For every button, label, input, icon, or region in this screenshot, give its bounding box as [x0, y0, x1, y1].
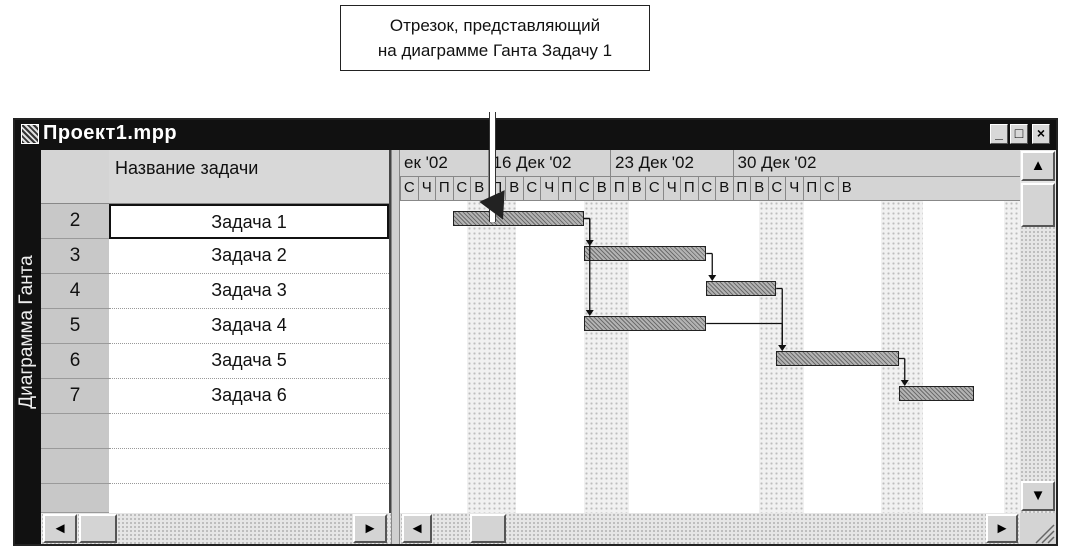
timescale-day-label[interactable]: С — [645, 177, 663, 200]
callout-box: Отрезок, представляющий на диаграмме Ган… — [340, 5, 650, 71]
nonworking-time-shading — [881, 201, 924, 513]
minimize-button[interactable]: _ — [990, 124, 1008, 144]
row-number[interactable]: 3 — [41, 239, 109, 274]
timescale-week-label[interactable]: 30 Дек '02 — [732, 150, 816, 177]
timescale-day-label[interactable]: В — [505, 177, 523, 200]
window-title: Проект1.mpp — [43, 122, 178, 144]
row-number-empty[interactable] — [41, 449, 109, 484]
timescale-day-label[interactable]: Ч — [540, 177, 558, 200]
window-titlebar[interactable]: Проект1.mpp _ □ × — [15, 120, 1056, 150]
row-number[interactable]: 5 — [41, 309, 109, 344]
timescale-day-label[interactable]: С — [575, 177, 593, 200]
gantt-task-bar[interactable] — [706, 281, 777, 296]
timescale-day-label[interactable]: Ч — [785, 177, 803, 200]
task-table: Название задачи Задача 1 Задача 2 Задача… — [109, 150, 391, 513]
row-number-empty[interactable] — [41, 484, 109, 513]
dependency-arrow-icon — [585, 310, 594, 316]
timescale-day-label[interactable]: В — [470, 177, 488, 200]
gantt-scroll-thumb[interactable] — [470, 514, 506, 543]
task-name-cell-empty[interactable] — [109, 449, 389, 484]
gantt-scroll-left-button[interactable]: ◄ — [402, 514, 432, 543]
task-name-cell[interactable]: Задача 1 — [109, 204, 389, 239]
scroll-down-button[interactable]: ▼ — [1021, 481, 1055, 511]
timescale-week-label[interactable]: 16 Дек '02 — [487, 150, 571, 177]
timescale-day-label[interactable]: С — [452, 177, 471, 200]
callout-line-1: Отрезок, представляющий — [389, 16, 601, 35]
gantt-task-bar[interactable] — [583, 316, 707, 331]
dependency-links — [583, 217, 909, 386]
restore-button[interactable]: □ — [1010, 124, 1028, 144]
nonworking-time-shading — [466, 201, 516, 513]
gantt-task-bar[interactable] — [583, 246, 707, 261]
timescale-week-label[interactable]: 23 Дек '02 — [610, 150, 694, 177]
timescale-day-label[interactable]: П — [435, 177, 453, 200]
project-file-icon[interactable] — [21, 124, 39, 144]
task-name-cell[interactable]: Задача 2 — [109, 239, 389, 274]
timescale-day-label[interactable]: В — [715, 177, 733, 200]
task-name-cell[interactable]: Задача 3 — [109, 274, 389, 309]
gantt-horizontal-scrollbar[interactable]: ◄ ► — [400, 513, 1020, 544]
row-number[interactable]: 2 — [41, 204, 109, 239]
table-horizontal-scrollbar[interactable]: ◄ ► — [41, 513, 391, 544]
row-number[interactable]: 6 — [41, 344, 109, 379]
select-all-corner[interactable] — [41, 150, 109, 204]
timescale-day-label[interactable]: В — [592, 177, 611, 200]
dependency-arrow-icon — [708, 275, 717, 281]
dependency-arrow-icon — [778, 345, 787, 351]
gantt-task-bar[interactable] — [452, 211, 584, 226]
timescale-day-label[interactable]: С — [820, 177, 838, 200]
view-bar[interactable]: Диаграмма Ганта — [15, 150, 41, 544]
row-number[interactable]: 4 — [41, 274, 109, 309]
scroll-up-button[interactable]: ▲ — [1021, 151, 1055, 181]
timescale-day-label[interactable]: С — [400, 177, 418, 200]
row-number-column: 2 3 4 5 6 7 — [41, 150, 109, 513]
timescale-day-label[interactable]: С — [697, 177, 716, 200]
timescale-day-label[interactable]: П — [610, 177, 628, 200]
vertical-scrollbar[interactable]: ▲ ▼ — [1020, 150, 1056, 513]
timescale-day-label[interactable]: Ч — [417, 177, 436, 200]
timescale-day-label[interactable]: П — [487, 177, 506, 200]
timescale-day-label[interactable]: В — [627, 177, 646, 200]
task-name-cell[interactable]: Задача 4 — [109, 309, 389, 344]
timescale-major[interactable]: ек '02 16 Дек '02 23 Дек '02 30 Дек '02 — [400, 150, 1020, 177]
timescale-day-label[interactable]: П — [732, 177, 751, 200]
callout-line-2: на диаграмме Ганта Задачу 1 — [377, 41, 613, 60]
timescale-week-label[interactable]: ек '02 — [404, 153, 448, 172]
gantt-task-bar[interactable] — [898, 386, 974, 401]
nonworking-time-shading — [1003, 201, 1020, 513]
timescale-day-label[interactable]: П — [557, 177, 576, 200]
timescale-day-label[interactable]: П — [802, 177, 821, 200]
timescale-day-label[interactable]: С — [522, 177, 541, 200]
timescale-day-label[interactable]: С — [767, 177, 786, 200]
callout-pointer — [489, 112, 496, 222]
dependency-arrow-icon — [900, 380, 909, 386]
task-name-cell[interactable]: Задача 6 — [109, 379, 389, 414]
timescale-day-label[interactable]: В — [750, 177, 768, 200]
table-scroll-right-button[interactable]: ► — [353, 514, 387, 543]
timescale-day-label[interactable]: Ч — [662, 177, 681, 200]
task-name-cell-empty[interactable] — [109, 414, 389, 449]
pane-splitter[interactable] — [391, 150, 400, 544]
project-window: Проект1.mpp _ □ × Диаграмма Ганта 2 3 4 … — [13, 118, 1058, 546]
gantt-scroll-right-button[interactable]: ► — [986, 514, 1018, 543]
row-number[interactable]: 7 — [41, 379, 109, 414]
task-name-cell[interactable]: Задача 5 — [109, 344, 389, 379]
task-name-column-header[interactable]: Название задачи — [109, 150, 389, 204]
vertical-scroll-thumb[interactable] — [1021, 183, 1055, 227]
table-scroll-left-button[interactable]: ◄ — [43, 514, 77, 543]
timescale-day-label[interactable]: В — [837, 177, 856, 200]
timescale-day-label[interactable]: П — [680, 177, 698, 200]
table-scroll-thumb[interactable] — [79, 514, 117, 543]
gantt-task-bar[interactable] — [776, 351, 899, 366]
row-number-empty[interactable] — [41, 414, 109, 449]
close-button[interactable]: × — [1032, 124, 1050, 144]
view-bar-label: Диаграмма Ганта — [16, 255, 37, 409]
resize-grip-icon[interactable] — [1020, 513, 1056, 544]
